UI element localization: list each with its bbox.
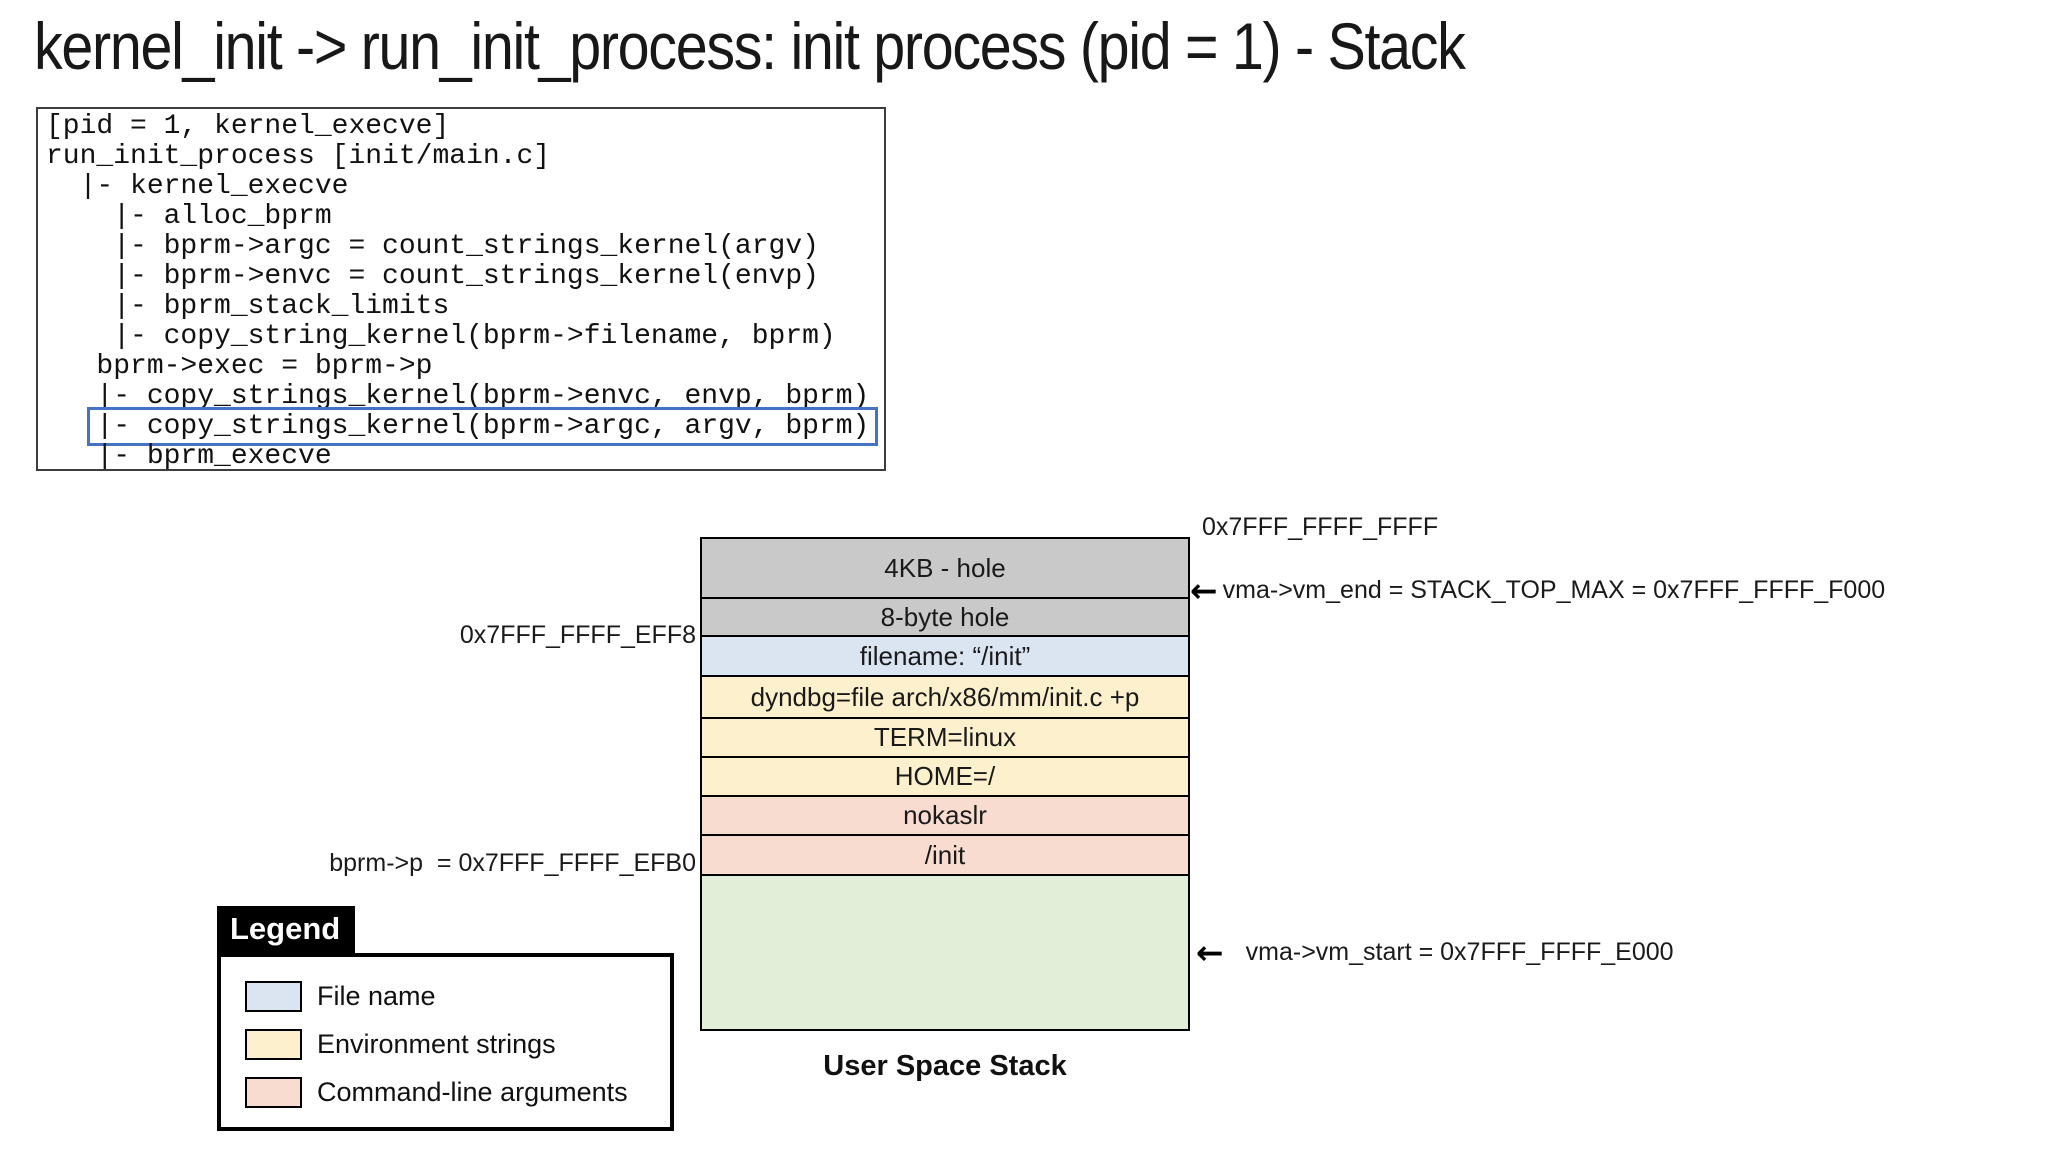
stack-row-term-linux: TERM=linux bbox=[702, 719, 1188, 758]
code-line: |- bprm->argc = count_strings_kernel(arg… bbox=[46, 231, 819, 262]
address-top-label: 0x7FFF_FFFF_FFFF bbox=[1202, 513, 1439, 541]
vm-start-annotation: ← vma->vm_start = 0x7FFF_FFFF_E000 bbox=[1196, 936, 1674, 969]
code-line: |- copy_strings_kernel(bprm->argc, argv,… bbox=[46, 407, 879, 446]
code-line: |- kernel_execve bbox=[46, 171, 349, 202]
bprm-p-label: bprm->p = 0x7FFF_FFFF_EFB0 bbox=[329, 849, 696, 877]
legend-swatch bbox=[245, 981, 302, 1012]
code-line: |- copy_string_kernel(bprm->filename, bp… bbox=[46, 321, 836, 352]
legend-item: Environment strings bbox=[245, 1029, 670, 1060]
call-tree-panel: [pid = 1, kernel_execve]run_init_process… bbox=[36, 107, 886, 472]
vm-start-label: vma->vm_start = 0x7FFF_FFFF_E000 bbox=[1245, 938, 1674, 966]
legend-swatch bbox=[245, 1029, 302, 1060]
vm-end-annotation: ←vma->vm_end = STACK_TOP_MAX = 0x7FFF_FF… bbox=[1190, 574, 1885, 607]
legend-item-label: Command-line arguments bbox=[317, 1077, 628, 1107]
stack-row-filename-init-: filename: “/init” bbox=[702, 637, 1188, 677]
code-line: |- copy_strings_kernel(bprm->envc, envp,… bbox=[46, 381, 870, 412]
stack-row-dyndbg-file-arch-x86-mm-init-c-p: dyndbg=file arch/x86/mm/init.c +p bbox=[702, 677, 1188, 719]
stack-row-free-space bbox=[702, 876, 1188, 1029]
code-line: |- bprm_stack_limits bbox=[46, 291, 450, 322]
legend-item: File name bbox=[245, 981, 670, 1012]
stack-row-4kb-hole: 4KB - hole bbox=[702, 539, 1188, 599]
call-tree-code: [pid = 1, kernel_execve]run_init_process… bbox=[46, 111, 879, 472]
legend-swatch bbox=[245, 1077, 302, 1108]
code-line: run_init_process [init/main.c] bbox=[46, 141, 551, 172]
address-eff8-label: 0x7FFF_FFFF_EFF8 bbox=[459, 621, 696, 649]
legend-item-label: File name bbox=[317, 981, 436, 1011]
stack-row-nokaslr: nokaslr bbox=[702, 797, 1188, 836]
code-line: |- bprm_execve bbox=[46, 441, 332, 472]
slide-title: kernel_init -> run_init_process: init pr… bbox=[34, 9, 1466, 83]
code-line: |- alloc_bprm bbox=[46, 201, 332, 232]
legend-item-label: Environment strings bbox=[317, 1029, 556, 1059]
stack-row--init: /init bbox=[702, 836, 1188, 876]
stack-caption: User Space Stack bbox=[823, 1050, 1067, 1082]
highlighted-code-line: |- copy_strings_kernel(bprm->argc, argv,… bbox=[87, 407, 879, 446]
code-line: [pid = 1, kernel_execve] bbox=[46, 111, 450, 142]
legend-title: Legend bbox=[217, 906, 356, 957]
code-line: |- bprm->envc = count_strings_kernel(env… bbox=[46, 261, 819, 292]
vm-end-label: vma->vm_end = STACK_TOP_MAX = 0x7FFF_FFF… bbox=[1222, 576, 1886, 604]
left-arrow-icon: ← bbox=[1190, 571, 1218, 610]
code-line: bprm->exec = bprm->p bbox=[46, 351, 433, 382]
legend-item: Command-line arguments bbox=[245, 1077, 670, 1108]
left-arrow-icon: ← bbox=[1196, 933, 1224, 972]
stack-row-8-byte-hole: 8-byte hole bbox=[702, 599, 1188, 637]
stack-row-home-: HOME=/ bbox=[702, 758, 1188, 797]
